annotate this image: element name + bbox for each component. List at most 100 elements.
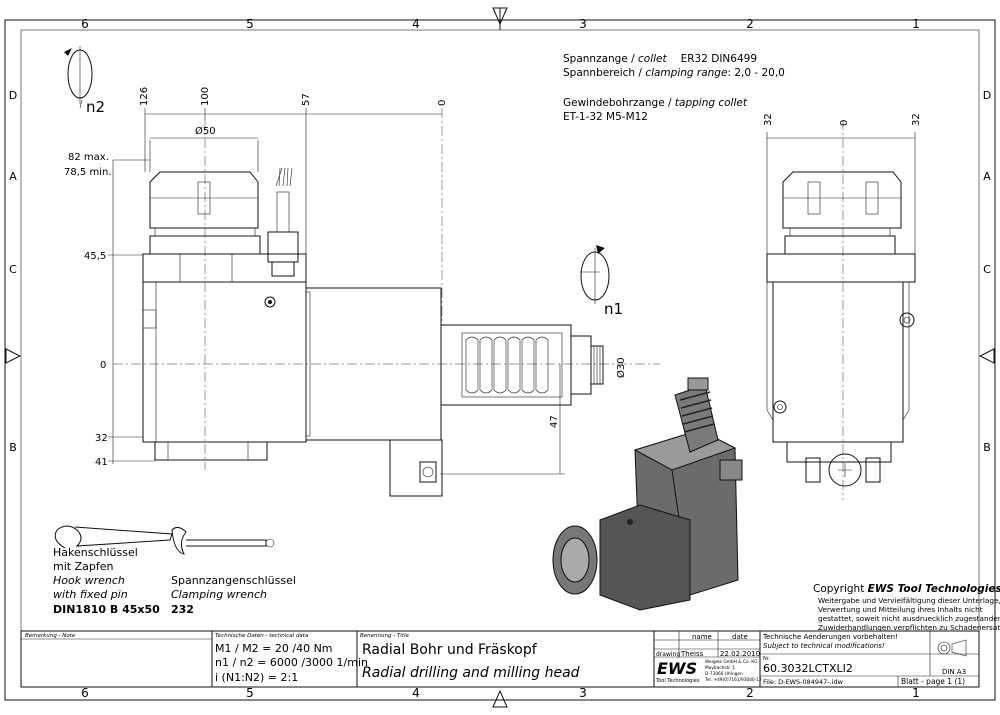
front-view [113, 120, 660, 497]
row-label: D [983, 89, 991, 102]
rotation-n1-symbol: n1 [580, 245, 623, 318]
housing-body [142, 281, 307, 443]
side-dim-32-left: 32 [763, 113, 774, 126]
clamp-line1: Spannzangenschlüssel [171, 574, 296, 587]
ews-logo-sub: Tool Technologies [655, 678, 700, 684]
clamp-line2: Clamping wrench [171, 588, 267, 601]
top-column-labels: 6 5 4 3 2 1 [81, 17, 920, 31]
copyright-line2: Weitergabe und Vervielfältigung dieser U… [818, 596, 1000, 605]
title-en: Radial drilling and milling head [362, 665, 580, 681]
note-range-spec: : 2,0 - 20,0 [727, 67, 784, 79]
dim-47: 47 [549, 415, 560, 428]
number-label: Nr. [763, 656, 770, 662]
techdata-speed: n1 / n2 = 6000 /3000 1/min [215, 656, 368, 669]
techdata-torque: M1 / M2 = 20 /40 Nm [215, 642, 333, 655]
row-labels: D C B A D C B A [9, 89, 991, 454]
col-label: 2 [746, 17, 754, 31]
company-line1: Weigele GmbH & Co. KG [705, 659, 757, 665]
note-range-en: clamping range [645, 67, 727, 79]
hook-line2: mit Zapfen [53, 560, 113, 573]
col-label: 4 [412, 686, 420, 700]
clamping-wrench-drawing [171, 526, 275, 555]
techdata-label: Technische Daten - technical data [215, 633, 309, 639]
dim-45-5: 45,5 [84, 251, 106, 262]
note-tap-en: tapping collet [675, 97, 748, 109]
svg-text:Gewindebohrzange / tapping col: Gewindebohrzange / tapping collet [563, 97, 748, 109]
company-line4: Tel. +49(0)7161/93040-12 [704, 677, 762, 683]
title-label: Benennung - Title [360, 633, 410, 639]
dim-dia30: Ø30 [615, 357, 627, 378]
date-header: date [732, 633, 748, 641]
side-dim-32-right: 32 [911, 113, 922, 126]
company-line3: D-73066 Uhingen [705, 671, 743, 677]
note-range-de: Spannbereich / [563, 67, 645, 79]
wrench-labels: Hakenschlüssel mit Zapfen Hook wrench wi… [53, 546, 296, 616]
clamp-line3: 232 [171, 603, 194, 616]
dim-82-max: 82 max. [68, 152, 109, 163]
title-block [20, 630, 980, 688]
title-block-text: Bemerkung - Note Technische Daten - tech… [25, 633, 966, 686]
col-label: 6 [81, 17, 89, 31]
change-note-en: Subject to technical modifications! [763, 642, 885, 650]
col-label: 3 [579, 17, 587, 31]
note-collet-en: collet [638, 53, 667, 65]
dim-dia50: Ø50 [195, 125, 216, 137]
sheet-number: Blatt - page 1 (1) [901, 677, 965, 686]
dim-32: 32 [95, 433, 108, 444]
ews-logo: EWS [657, 659, 697, 678]
center-mark-top [492, 7, 508, 30]
drawing-date: 22.02.2010 [720, 650, 760, 658]
dim-0-top: 0 [437, 100, 448, 106]
remark-label: Bemerkung - Note [25, 633, 76, 639]
col-label: 1 [912, 686, 920, 700]
rotation-n2-symbol: n2 [64, 46, 105, 116]
side-view-dimensions: 32 0 32 [763, 113, 922, 254]
dim-0-left: 0 [100, 360, 106, 371]
col-label: 4 [412, 17, 420, 31]
center-mark-left [5, 348, 22, 364]
center-mark-bottom [492, 689, 508, 708]
name-header: name [692, 633, 712, 641]
hook-line4: with fixed pin [53, 588, 128, 601]
bottom-column-labels: 6 5 4 3 2 1 [81, 686, 920, 700]
row-label: A [983, 170, 991, 183]
copyright-block: Copyright EWS Tool Technologies Weiterga… [813, 583, 1000, 632]
copyright-company: EWS Tool Technologies [868, 583, 1000, 595]
isometric-view [552, 377, 743, 611]
collet-notes: Spannzange / collet ER32 DIN6499 Spannber… [563, 53, 785, 123]
col-label: 5 [246, 686, 254, 700]
part-number: 60.3032LCTXLI2 [763, 662, 853, 675]
note-tap-spec: ET-1-32 M5-M12 [563, 111, 648, 123]
copyright-line3: Verwertung und Mitteilung ihres Inhalts … [818, 605, 983, 614]
row-label: B [983, 441, 991, 454]
change-note-de: Technische Aenderungen vorbehalten! [762, 633, 898, 641]
svg-text:Copyright EWS Tool Technologie: Copyright EWS Tool Technologies [813, 583, 1000, 595]
row-label: A [9, 170, 17, 183]
company-line2: Maybachstr. 1 [705, 665, 735, 671]
copyright-prefix: Copyright [813, 583, 868, 595]
hook-wrench-drawing [54, 525, 173, 549]
n2-label: n2 [86, 98, 105, 116]
col-label: 6 [81, 686, 89, 700]
col-label: 3 [579, 686, 587, 700]
hook-line5: DIN1810 B 45x50 [53, 603, 160, 616]
col-label: 1 [912, 17, 920, 31]
row-label: B [9, 441, 17, 454]
center-mark-right [978, 348, 995, 364]
side-view [766, 120, 916, 500]
collet-nut [149, 171, 259, 229]
drawer-name: Theiss [680, 650, 704, 658]
col-label: 5 [246, 17, 254, 31]
note-collet-spec: ER32 DIN6499 [681, 53, 757, 65]
front-view-dimensions: 126 100 57 0 Ø50 82 max. 78,5 min. 45,5 … [64, 87, 627, 475]
drawing-label: drawing [656, 651, 680, 658]
copyright-line5: Zuwiderhandlungen verpflichten zu Schade… [818, 623, 1000, 632]
paper-format: DIN A3 [942, 668, 966, 676]
col-label: 2 [746, 686, 754, 700]
dim-78-5-min: 78,5 min. [64, 167, 111, 178]
note-collet-de: Spannzange / [563, 53, 638, 65]
file-name: File: D-EWS-084947-.idw [763, 678, 844, 686]
dim-126: 126 [139, 87, 150, 106]
